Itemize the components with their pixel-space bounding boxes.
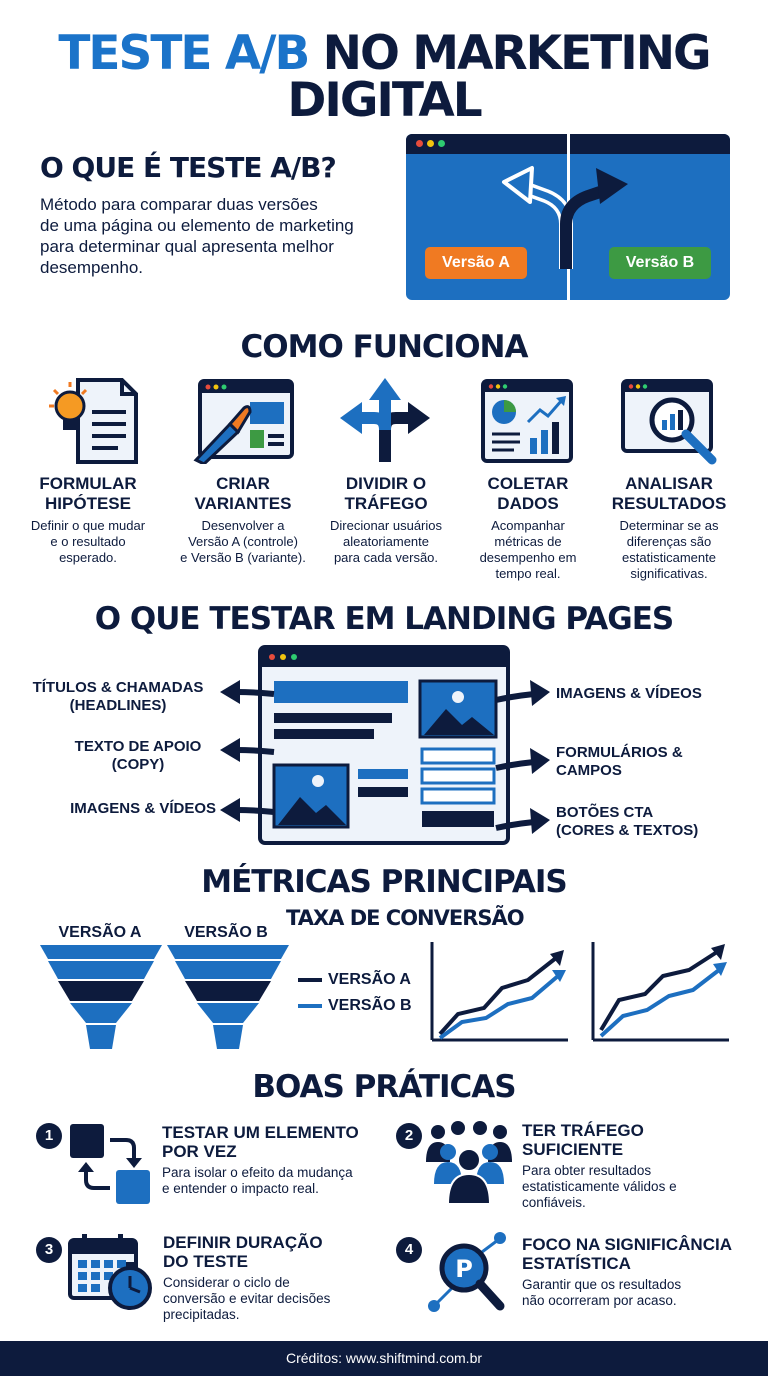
what-is-line: de uma página ou elemento de marketing	[40, 216, 354, 235]
title-part-1: TESTE A/B	[58, 26, 310, 81]
funnel-b-icon	[167, 945, 289, 1049]
title-part-2: NO MARKETING DIGITAL	[287, 26, 711, 128]
what-is-section: O QUE É TESTE A/B? Método para comparar …	[40, 152, 400, 278]
legend-version-a: VERSÃO A	[298, 971, 411, 989]
arrow-left-icon	[220, 738, 275, 762]
data-charts-icon	[481, 379, 573, 463]
label-forms: FORMULÁRIOS &CAMPOS	[556, 744, 683, 779]
practice-number: 4	[396, 1237, 422, 1263]
label-images-right: IMAGENS & VÍDEOS	[556, 685, 702, 702]
what-is-heading: O QUE É TESTE A/B?	[40, 151, 337, 184]
practice-number: 1	[36, 1123, 62, 1149]
lightbulb-document-icon	[49, 378, 138, 464]
conversion-line-chart-2	[591, 942, 729, 1042]
design-brush-icon	[193, 379, 294, 464]
what-is-description: Método para comparar duas versões de uma…	[40, 194, 400, 278]
arrow-right-icon	[495, 680, 550, 706]
what-is-line: Método para comparar duas versões	[40, 195, 318, 214]
funnel-b-label: VERSÃO B	[184, 924, 268, 941]
funnel-a-label: VERSÃO A	[58, 924, 142, 941]
version-b-badge: Versão B	[609, 247, 711, 279]
magnifier-analysis-icon	[621, 379, 717, 465]
practices-heading: BOAS PRÁTICAS	[252, 1069, 516, 1105]
funnel-a-icon	[40, 945, 162, 1049]
practice-number: 2	[396, 1123, 422, 1149]
version-a-badge: Versão A	[425, 247, 527, 279]
label-headlines: TÍTULOS & CHAMADAS(HEADLINES)	[32, 679, 204, 714]
what-is-line: para determinar qual apresenta melhor	[40, 237, 334, 256]
arrow-left-icon	[220, 680, 275, 704]
page-title: TESTE A/B NO MARKETING DIGITAL	[0, 30, 768, 124]
landing-page-mockup	[258, 645, 510, 845]
calendar-stopwatch-icon	[68, 1234, 152, 1310]
conversion-line-chart-1	[430, 942, 568, 1042]
significance-magnifier-icon: P	[428, 1232, 506, 1312]
how-it-works-heading: COMO FUNCIONA	[240, 329, 529, 365]
split-arrows-icon	[340, 378, 430, 462]
label-cta: BOTÕES CTA(CORES & TEXTOS)	[556, 804, 699, 839]
legend-version-b: VERSÃO B	[298, 997, 412, 1015]
ab-split-window: Versão A Versão B	[406, 134, 730, 300]
label-copy: TEXTO DE APOIO(COPY)	[74, 738, 202, 773]
arrow-left-icon	[220, 798, 275, 822]
label-images-left: IMAGENS & VÍDEOS	[70, 800, 216, 817]
landing-heading: O QUE TESTAR EM LANDING PAGES	[94, 601, 674, 637]
metrics-heading: MÉTRICAS PRINCIPAIS	[201, 864, 568, 900]
credits-footer[interactable]: Créditos: www.shiftmind.com.br	[0, 1341, 768, 1376]
audience-group-icon	[426, 1121, 512, 1205]
what-is-line: desempenho.	[40, 258, 144, 277]
arrow-right-icon	[495, 748, 550, 774]
practice-number: 3	[36, 1237, 62, 1263]
conversion-title: TAXA DE CONVERSÃO	[286, 906, 525, 930]
swap-squares-icon	[70, 1124, 150, 1204]
svg-text:P: P	[455, 1255, 473, 1283]
fork-arrow-icon	[502, 166, 628, 269]
arrow-right-icon	[495, 808, 550, 834]
